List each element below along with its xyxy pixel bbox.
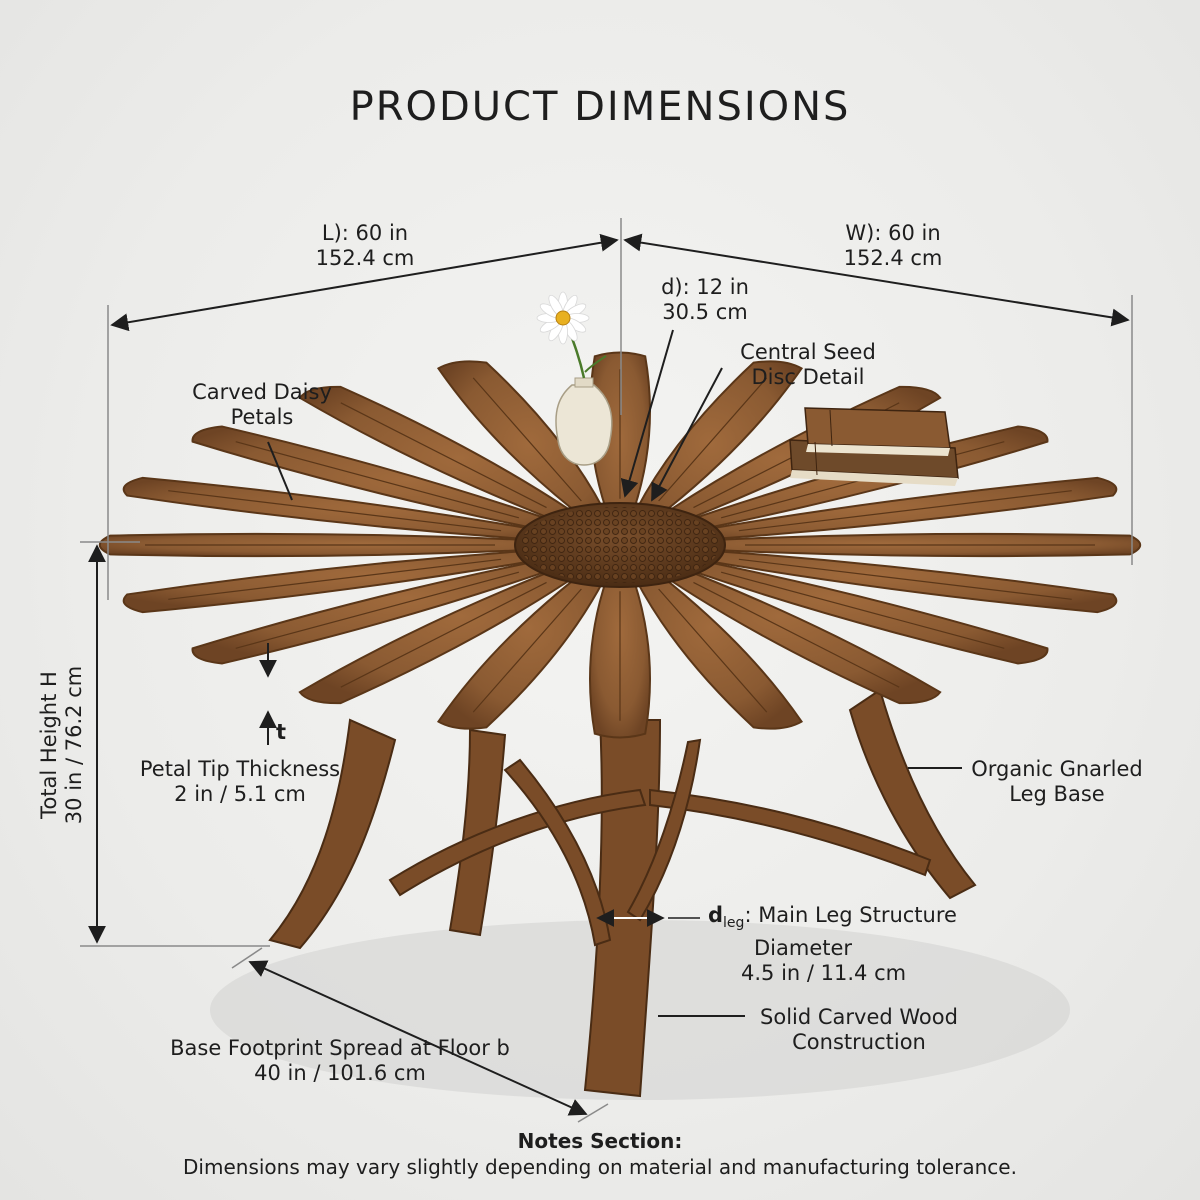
petal xyxy=(191,425,621,546)
book-stack xyxy=(789,407,959,486)
petal-vein xyxy=(738,490,1072,532)
petal xyxy=(191,544,621,665)
seed-disc-callout: Central Seed Disc Detail xyxy=(740,340,876,389)
petal-vein xyxy=(168,558,502,600)
leg-diameter-label: dleg: Main Leg Structure Diameter 4.5 in… xyxy=(708,903,957,986)
leg-base xyxy=(268,688,977,1098)
dimension-lines xyxy=(80,218,1133,1123)
notes-section: Notes Section: Dimensions may vary sligh… xyxy=(0,1128,1200,1180)
legs-callout: Organic Gnarled Leg Base xyxy=(971,757,1143,806)
petal xyxy=(122,476,621,546)
petal-tip-symbol: t xyxy=(276,720,287,744)
petal xyxy=(619,544,1118,614)
width-label: W): 60 in 152.4 cm xyxy=(843,221,943,270)
daisy-flower-icon xyxy=(536,291,590,345)
length-label: L): 60 in 152.4 cm xyxy=(315,221,415,270)
footprint-dimension-line xyxy=(248,960,588,1116)
petal-vein xyxy=(693,581,900,688)
petal xyxy=(436,542,623,730)
petal xyxy=(436,360,623,548)
petal xyxy=(298,385,621,546)
footprint-label: Base Footprint Spread at Floor b 40 in /… xyxy=(170,1036,510,1085)
notes-heading: Notes Section: xyxy=(517,1129,683,1153)
petal xyxy=(619,476,1118,546)
petal-vein xyxy=(340,581,547,688)
page-title: PRODUCT DIMENSIONS xyxy=(349,84,851,130)
height-label: Total Height H 30 in / 76.2 cm xyxy=(37,665,86,825)
petal-vein xyxy=(472,588,582,713)
material-callout: Solid Carved Wood Construction xyxy=(760,1005,958,1054)
petal xyxy=(619,544,942,705)
petal xyxy=(617,542,804,730)
petal-vein xyxy=(472,377,582,502)
length-dimension-line xyxy=(110,233,619,332)
petal-vein xyxy=(235,571,520,649)
petal xyxy=(298,544,621,705)
petals-callout: Carved Daisy Petals xyxy=(192,380,332,429)
petal xyxy=(619,544,1049,665)
notes-text: Dimensions may vary slightly depending o… xyxy=(183,1155,1017,1179)
petal-vein xyxy=(658,588,768,713)
width-dimension-line xyxy=(623,233,1130,327)
petal-vein xyxy=(168,490,502,532)
petal-tip-label: Petal Tip Thickness 2 in / 5.1 cm xyxy=(139,757,341,806)
petal-vein xyxy=(235,441,520,519)
petal-vein xyxy=(658,377,768,502)
center-disc-label: d): 12 in 30.5 cm xyxy=(661,275,749,324)
petal-vein xyxy=(720,571,1005,649)
petal-vein xyxy=(340,402,547,509)
petal xyxy=(122,544,621,614)
petal-vein xyxy=(738,558,1072,600)
